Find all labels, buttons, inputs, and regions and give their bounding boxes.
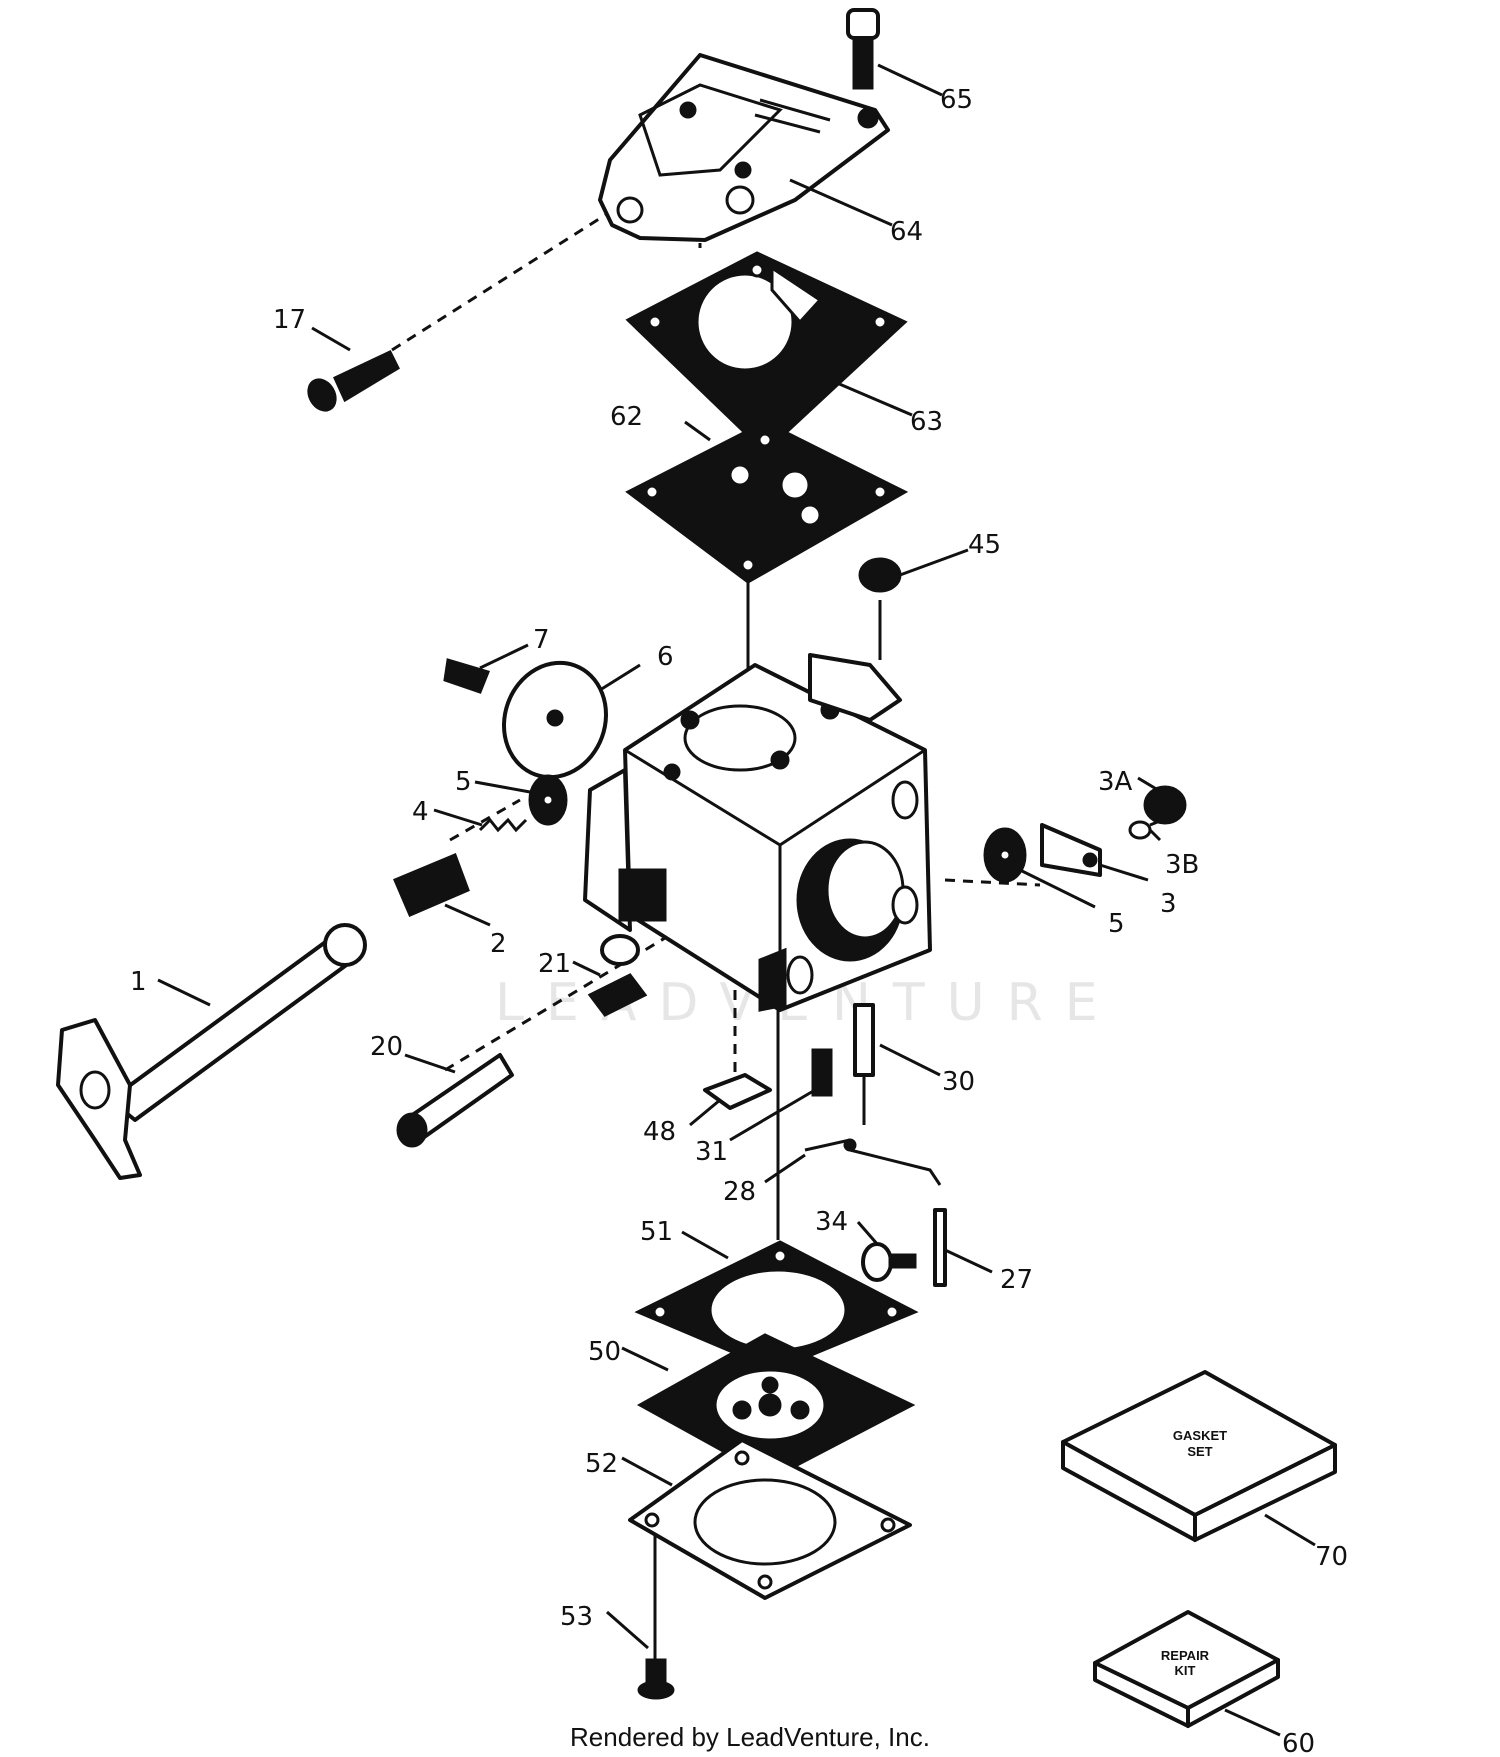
part-60-repair-kit-box: REPAIR KIT [1093,1610,1280,1728]
callout-17: 17 [273,305,306,335]
callout-6: 6 [657,642,674,672]
part-7-screw [443,658,491,694]
gasket-set-label-line1: GASKET [1173,1428,1227,1443]
callout-48: 48 [643,1117,676,1147]
part-30-needle [853,1003,875,1125]
callout-30: 30 [942,1067,975,1097]
callout-5-left: 5 [455,767,472,797]
callout-28: 28 [723,1177,756,1207]
part-3a-nut [1143,785,1187,825]
part-2-fitting [393,853,470,917]
carburetor-body [583,653,932,1012]
callout-20: 20 [370,1032,403,1062]
part-21-screw [587,934,648,1017]
part-28-lever [804,1138,857,1152]
part-45-filter [858,557,902,593]
part-31-spring [811,1048,833,1097]
part-48-valve [703,1073,772,1110]
callout-1: 1 [130,967,147,997]
callout-64: 64 [890,217,923,247]
footer-credit: Rendered by LeadVenture, Inc. [570,1722,930,1752]
callout-70: 70 [1315,1542,1348,1572]
callout-63: 63 [910,407,943,437]
part-52-cover [628,1438,912,1600]
part-62-diaphragm [625,420,909,584]
callout-7: 7 [533,625,550,655]
part-5-washer-right [983,827,1027,883]
part-5-washer-left [528,774,568,826]
callout-numbers: 65 64 17 63 62 45 7 6 3A 5 4 3B 3 5 2 1 … [130,85,1348,1757]
leader-lines [157,63,1316,1737]
part-3-plate [1040,823,1102,877]
callout-2: 2 [490,929,507,959]
part-53-screw [637,1658,675,1700]
callout-45: 45 [968,530,1001,560]
callout-3b: 3B [1165,850,1199,880]
callout-3: 3 [1160,889,1177,919]
part-70-gasket-set-box: GASKET SET [1061,1370,1337,1542]
callout-60: 60 [1282,1729,1315,1757]
callout-34: 34 [815,1207,848,1237]
part-50-diaphragm [636,1333,916,1480]
part-27-pin [933,1208,947,1287]
callout-52: 52 [585,1449,618,1479]
part-4-spring [478,817,528,833]
part-3b-clip [1128,820,1152,840]
part-63-gasket [625,251,908,455]
callout-65: 65 [940,85,973,115]
repair-kit-label-line1: REPAIR [1161,1648,1210,1663]
callout-31: 31 [695,1137,728,1167]
part-65-screw [846,8,880,90]
callout-5-right: 5 [1108,909,1125,939]
callout-27: 27 [1000,1265,1033,1295]
callout-62: 62 [610,402,643,432]
callout-4: 4 [412,797,429,827]
callout-53: 53 [560,1602,593,1632]
part-34-screw [861,1242,917,1282]
part-20-needle [396,1053,514,1148]
repair-kit-label-line2: KIT [1175,1663,1196,1678]
callout-50: 50 [588,1337,621,1367]
callout-21: 21 [538,949,571,979]
callout-51: 51 [640,1217,673,1247]
part-1-shaft [56,923,367,1180]
part-17-screw [307,350,400,412]
gasket-set-label-line2: SET [1187,1444,1212,1459]
part-6-plate [501,660,609,780]
callout-3a: 3A [1098,767,1133,797]
part-64-cover [598,53,890,242]
